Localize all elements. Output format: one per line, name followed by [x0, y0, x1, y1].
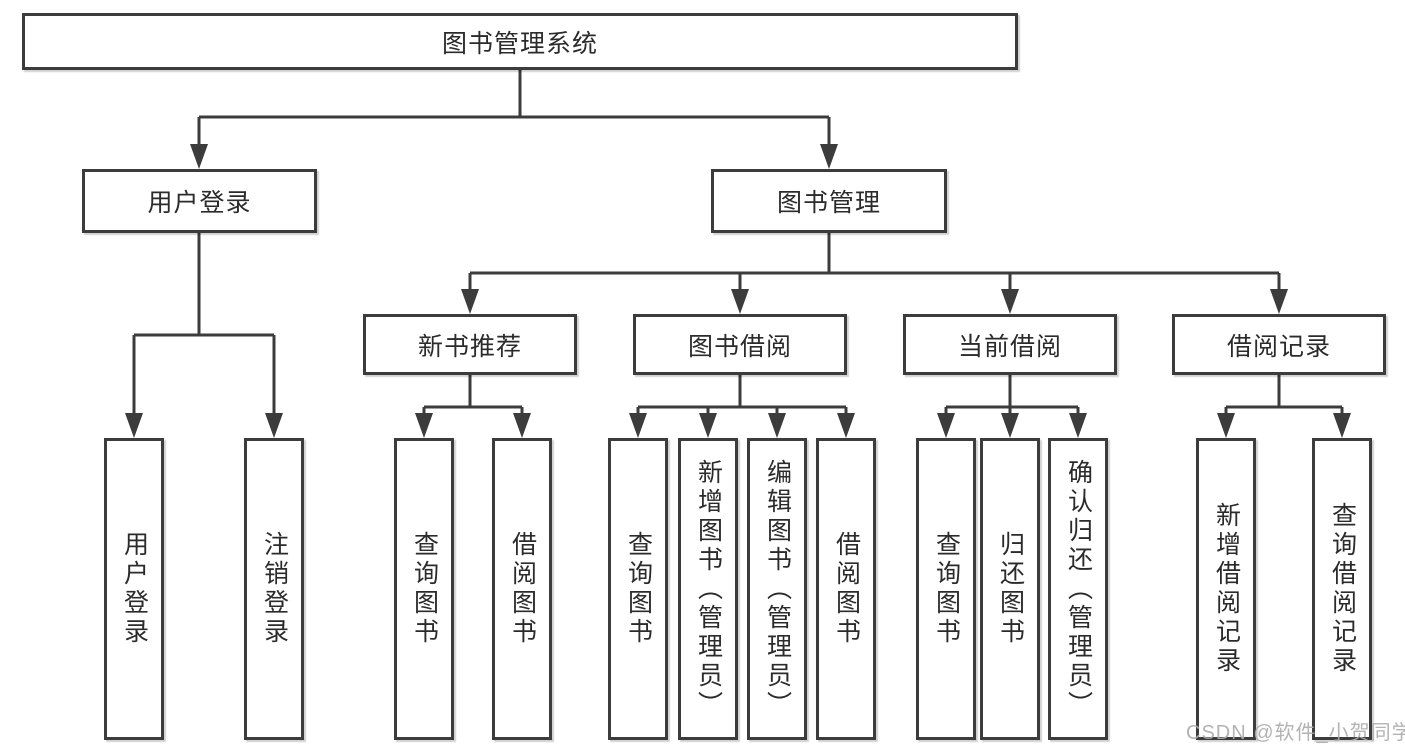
leaf-add-book-admin: 新增图书（管理员）: [678, 438, 738, 740]
node-book-management: 图书管理: [711, 169, 947, 233]
leaf-query-books-current: 查询图书: [916, 438, 976, 740]
leaf-confirm-return-admin: 确认归还（管理员）: [1048, 438, 1108, 740]
node-new-book-recommendation: 新书推荐: [363, 314, 577, 375]
leaf-query-books-borrowing: 查询图书: [608, 438, 668, 740]
leaf-borrow-books-borrowing: 借阅图书: [816, 438, 876, 740]
node-user-login: 用户登录: [82, 169, 317, 233]
leaf-user-login: 用户登录: [104, 438, 164, 740]
leaf-borrow-books-recommend: 借阅图书: [492, 438, 552, 740]
node-borrowing-records: 借阅记录: [1172, 314, 1386, 375]
leaf-query-books-recommend: 查询图书: [394, 438, 454, 740]
node-library-management-system: 图书管理系统: [22, 13, 1018, 70]
leaf-edit-book-admin: 编辑图书（管理员）: [747, 438, 807, 740]
watermark: CSDN @软件_小贺同学: [1186, 722, 1405, 744]
leaf-logout: 注销登录: [244, 438, 304, 740]
node-current-borrowing: 当前借阅: [903, 314, 1117, 375]
leaf-return-book: 归还图书: [980, 438, 1040, 740]
node-book-borrowing: 图书借阅: [633, 314, 847, 375]
leaf-query-borrow-record: 查询借阅记录: [1312, 438, 1372, 740]
leaf-add-borrow-record: 新增借阅记录: [1196, 438, 1256, 740]
